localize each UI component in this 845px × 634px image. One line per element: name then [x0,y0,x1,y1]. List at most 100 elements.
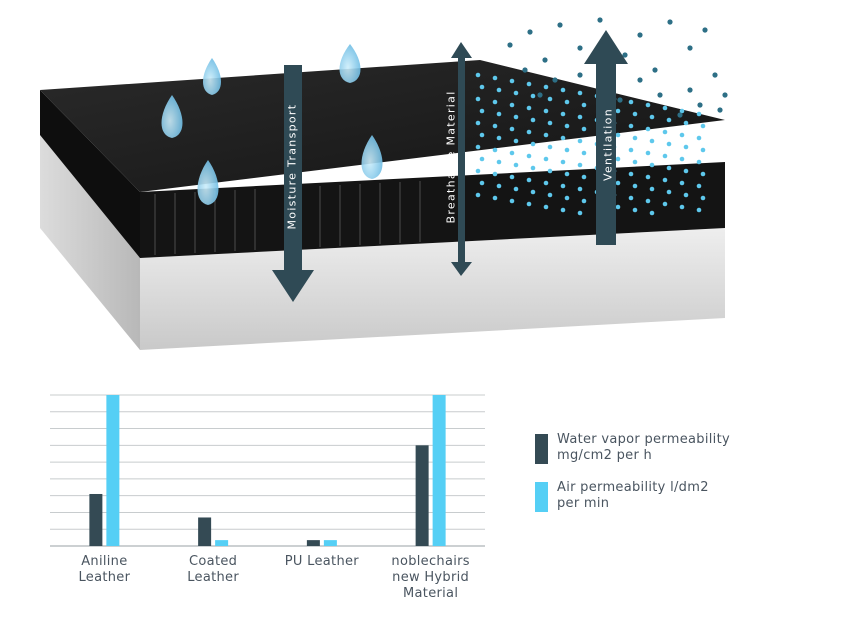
air-particle [628,171,634,177]
air-particle [577,162,583,168]
air-particle [543,204,549,210]
air-particle [560,159,566,165]
air-particle [696,207,702,213]
air-particle [645,174,651,180]
air-particle [479,156,485,162]
air-particle [700,147,706,153]
air-particle [615,108,621,114]
air-particle [666,141,672,147]
air-particle [696,159,702,165]
air-particle [557,22,563,28]
air-particle [496,87,502,93]
air-particle [679,132,685,138]
air-particle [632,159,638,165]
air-particle [628,99,634,105]
air-particle [645,198,651,204]
air-particle [615,204,621,210]
legend-swatch-air [535,482,548,512]
air-particle [513,186,519,192]
air-particle [645,126,651,132]
air-particle [475,72,481,78]
air-particle [687,45,693,51]
air-particle [666,165,672,171]
breathable-material-arrow [451,42,472,276]
air-particle [617,97,623,103]
air-particle [649,162,655,168]
air-particle [513,138,519,144]
air-particle [662,201,668,207]
air-particle [615,132,621,138]
air-particle [702,27,708,33]
ventilation-arrow [584,30,628,245]
air-particle [632,183,638,189]
air-particle [632,135,638,141]
air-particle [597,17,603,23]
legend-label-water-vapor: Water vapor permeability mg/cm2 per h [557,432,730,463]
air-particle [527,29,533,35]
air-particle [615,156,621,162]
air-particle [513,90,519,96]
air-particle [537,92,543,98]
air-particle [543,132,549,138]
air-particle [509,198,515,204]
air-particle [530,141,536,147]
air-particle [564,99,570,105]
air-particle [700,123,706,129]
air-particle [662,105,668,111]
air-particle [632,207,638,213]
ventilation-label: Ventilation [601,108,615,181]
air-particle [696,111,702,117]
air-particle [543,84,549,90]
air-particle [530,189,536,195]
air-particle [700,171,706,177]
air-particle [677,112,683,118]
air-particle [475,96,481,102]
air-particle [526,177,532,183]
breathable-material-label: Breathable Material [444,90,458,224]
air-particle [564,123,570,129]
air-particle [652,67,658,73]
legend-item-water-vapor: Water vapor permeability mg/cm2 per h [535,432,777,464]
air-particle [712,72,718,78]
air-particle [547,168,553,174]
air-particle [649,186,655,192]
air-particle [649,114,655,120]
air-particle [628,147,634,153]
air-particle [526,105,532,111]
air-particle [530,165,536,171]
air-particle [577,45,583,51]
x-tick-label: noblechairs new Hybrid Material [391,554,470,601]
top-layer-left-face [40,90,140,258]
air-particle [507,42,513,48]
air-particle [581,198,587,204]
air-particle [581,174,587,180]
air-particle [479,132,485,138]
air-particle [560,135,566,141]
air-particle [700,195,706,201]
air-particle [492,171,498,177]
air-particle [530,117,536,123]
air-particle [560,207,566,213]
air-particle [577,114,583,120]
air-particle [492,123,498,129]
bar-water-vapor-1 [198,517,212,546]
air-particle [479,180,485,186]
air-particle [696,183,702,189]
air-particle [645,102,651,108]
air-particle [560,111,566,117]
droplet [203,58,221,95]
air-particle [475,192,481,198]
air-particle [628,195,634,201]
air-particle [475,168,481,174]
air-particle [560,87,566,93]
air-particle [577,72,583,78]
air-particle [542,57,548,63]
air-particle [522,67,528,73]
base-layer-left-face [40,135,140,350]
air-particle [496,111,502,117]
air-particle [577,138,583,144]
air-particle [513,114,519,120]
air-particle [552,77,558,83]
air-particle [722,92,728,98]
air-particle [547,120,553,126]
